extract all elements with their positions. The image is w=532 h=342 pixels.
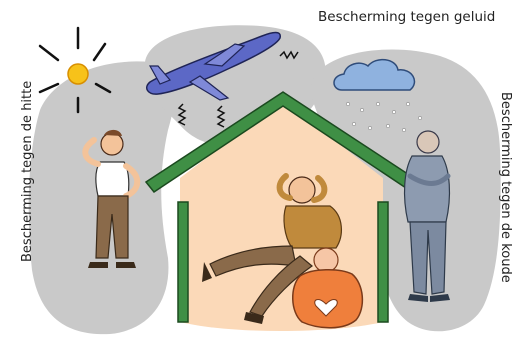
- airplane-icon: [146, 31, 299, 128]
- baby-figure: [292, 247, 364, 329]
- noise-protection-label: Bescherming tegen geluid: [318, 9, 496, 25]
- cold-protection-label: Bescherming tegen de koude: [498, 92, 513, 283]
- hot-man-figure: [82, 129, 141, 268]
- cloud-icon: [333, 58, 422, 132]
- sun-icon: [38, 26, 112, 114]
- relaxed-man-figure: [202, 173, 342, 324]
- heat-protection-label: Bescherming tegen de hitte: [20, 80, 35, 262]
- cold-man-figure: [403, 130, 451, 302]
